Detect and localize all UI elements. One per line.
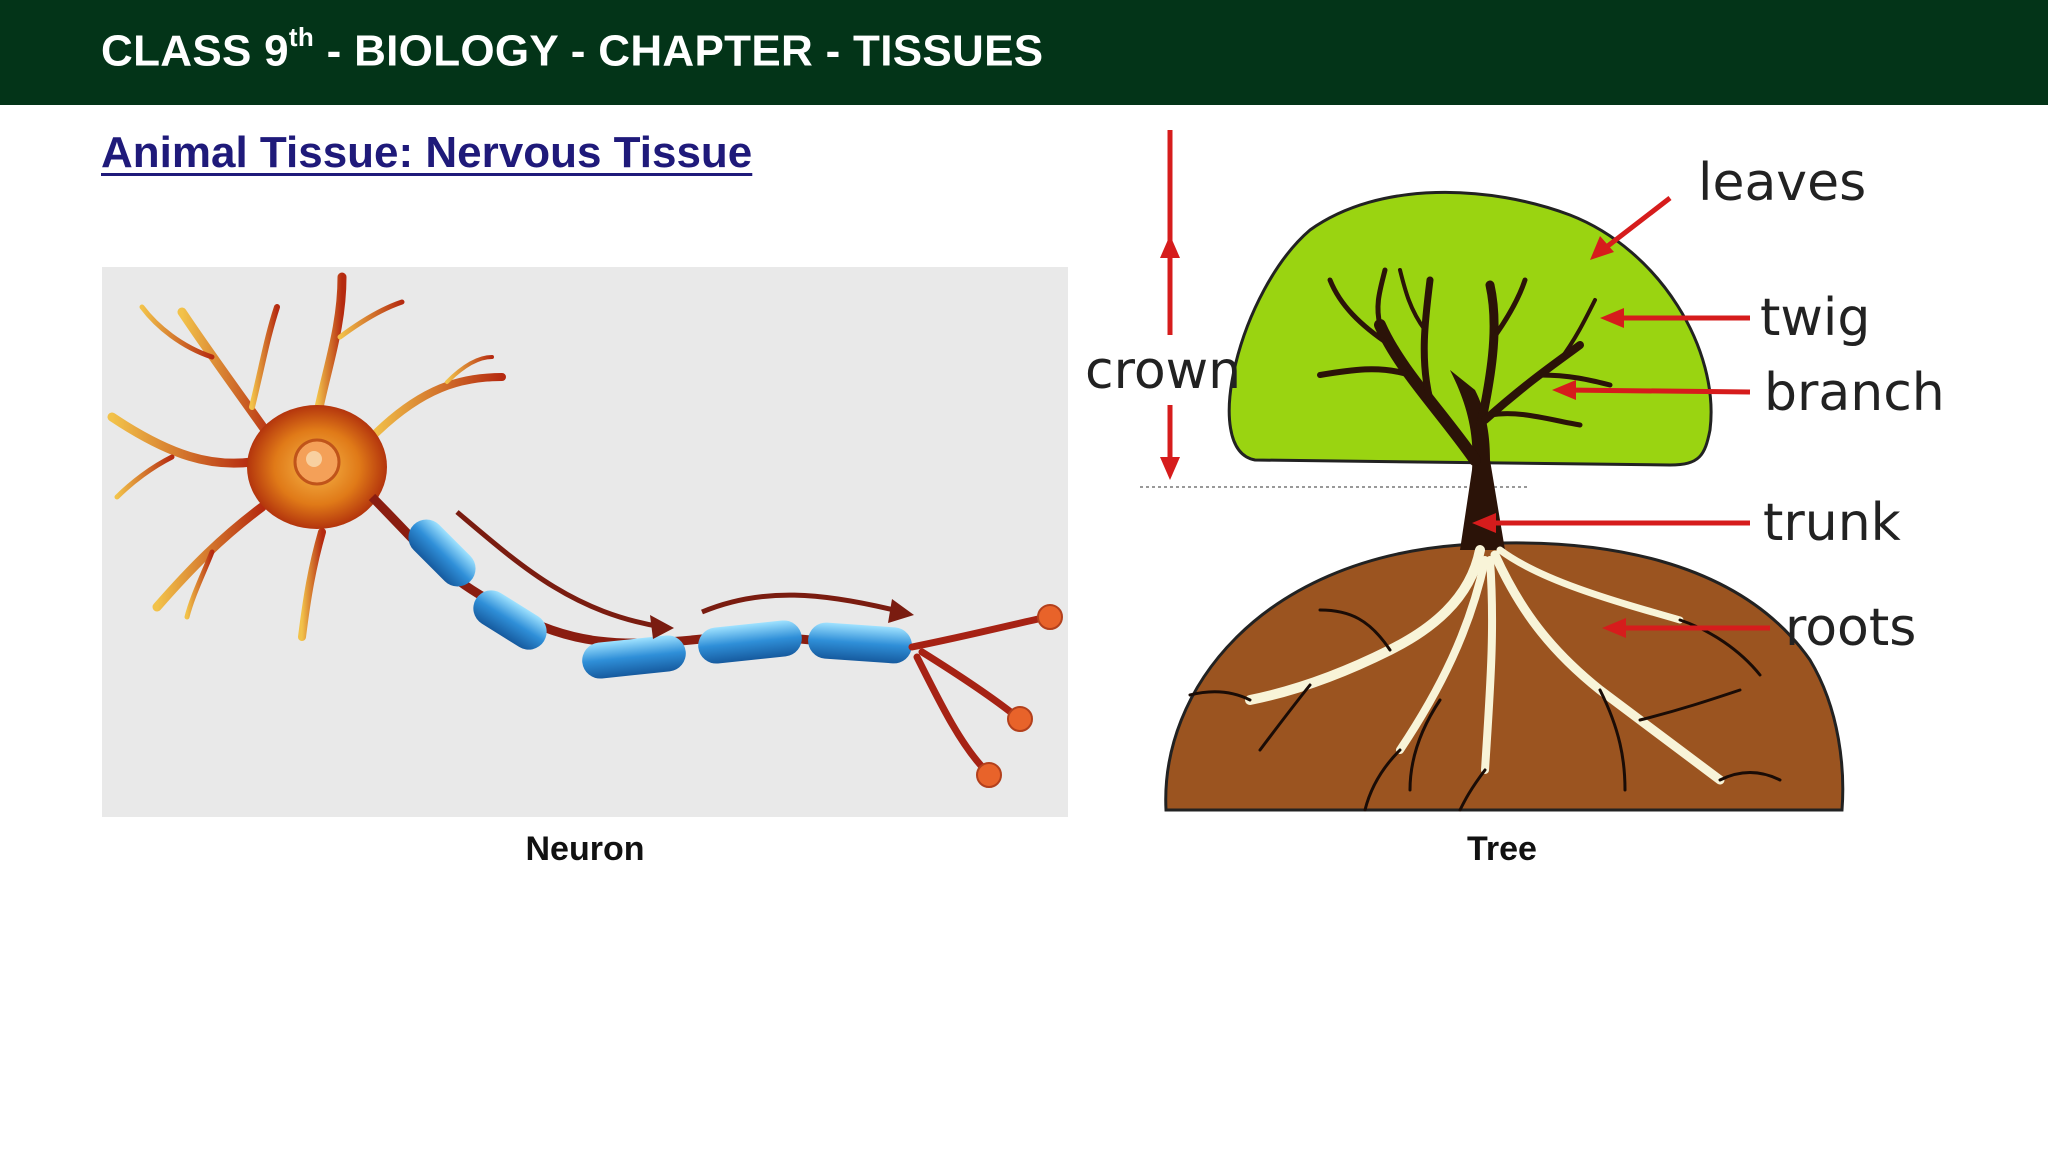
- label-arrows: [1167, 130, 1770, 631]
- label-arrowheads: [1160, 235, 1626, 638]
- tree-illustration: leaves twig branch crown trunk roots: [1085, 130, 1945, 812]
- nucleolus: [306, 451, 322, 467]
- header-bar: CLASS 9th - BIOLOGY - CHAPTER - TISSUES: [0, 0, 2048, 105]
- myelin-sheath: [408, 519, 912, 679]
- page-title: CLASS 9th - BIOLOGY - CHAPTER - TISSUES: [101, 22, 1044, 77]
- neuron-caption: Neuron: [525, 830, 645, 868]
- label-trunk: trunk: [1763, 493, 1901, 553]
- label-roots: roots: [1785, 598, 1916, 658]
- label-twig: twig: [1760, 288, 1870, 348]
- label-branch: branch: [1764, 363, 1945, 423]
- title-suffix: - BIOLOGY - CHAPTER - TISSUES: [314, 26, 1044, 76]
- axon-terminals: [908, 613, 1051, 776]
- tree-figure: leaves twig branch crown trunk roots: [1080, 130, 1980, 830]
- label-crown: crown: [1085, 341, 1241, 401]
- neuron-figure: [102, 267, 1068, 817]
- signal-direction-arrows: [455, 510, 903, 630]
- section-heading: Animal Tissue: Nervous Tissue: [101, 128, 753, 177]
- root-hairs: [1188, 608, 1782, 812]
- synaptic-knobs: [976, 604, 1063, 788]
- neuron-illustration: [107, 272, 1063, 788]
- tree-branches: [1317, 267, 1613, 466]
- title-superscript: th: [288, 22, 315, 52]
- label-leaves: leaves: [1698, 153, 1866, 213]
- tree-caption: Tree: [1467, 830, 1537, 868]
- dendrites: [107, 272, 506, 641]
- title-prefix: CLASS 9: [101, 26, 289, 76]
- arrowheads: [650, 599, 914, 639]
- tree-crown-shape: [1227, 190, 1713, 467]
